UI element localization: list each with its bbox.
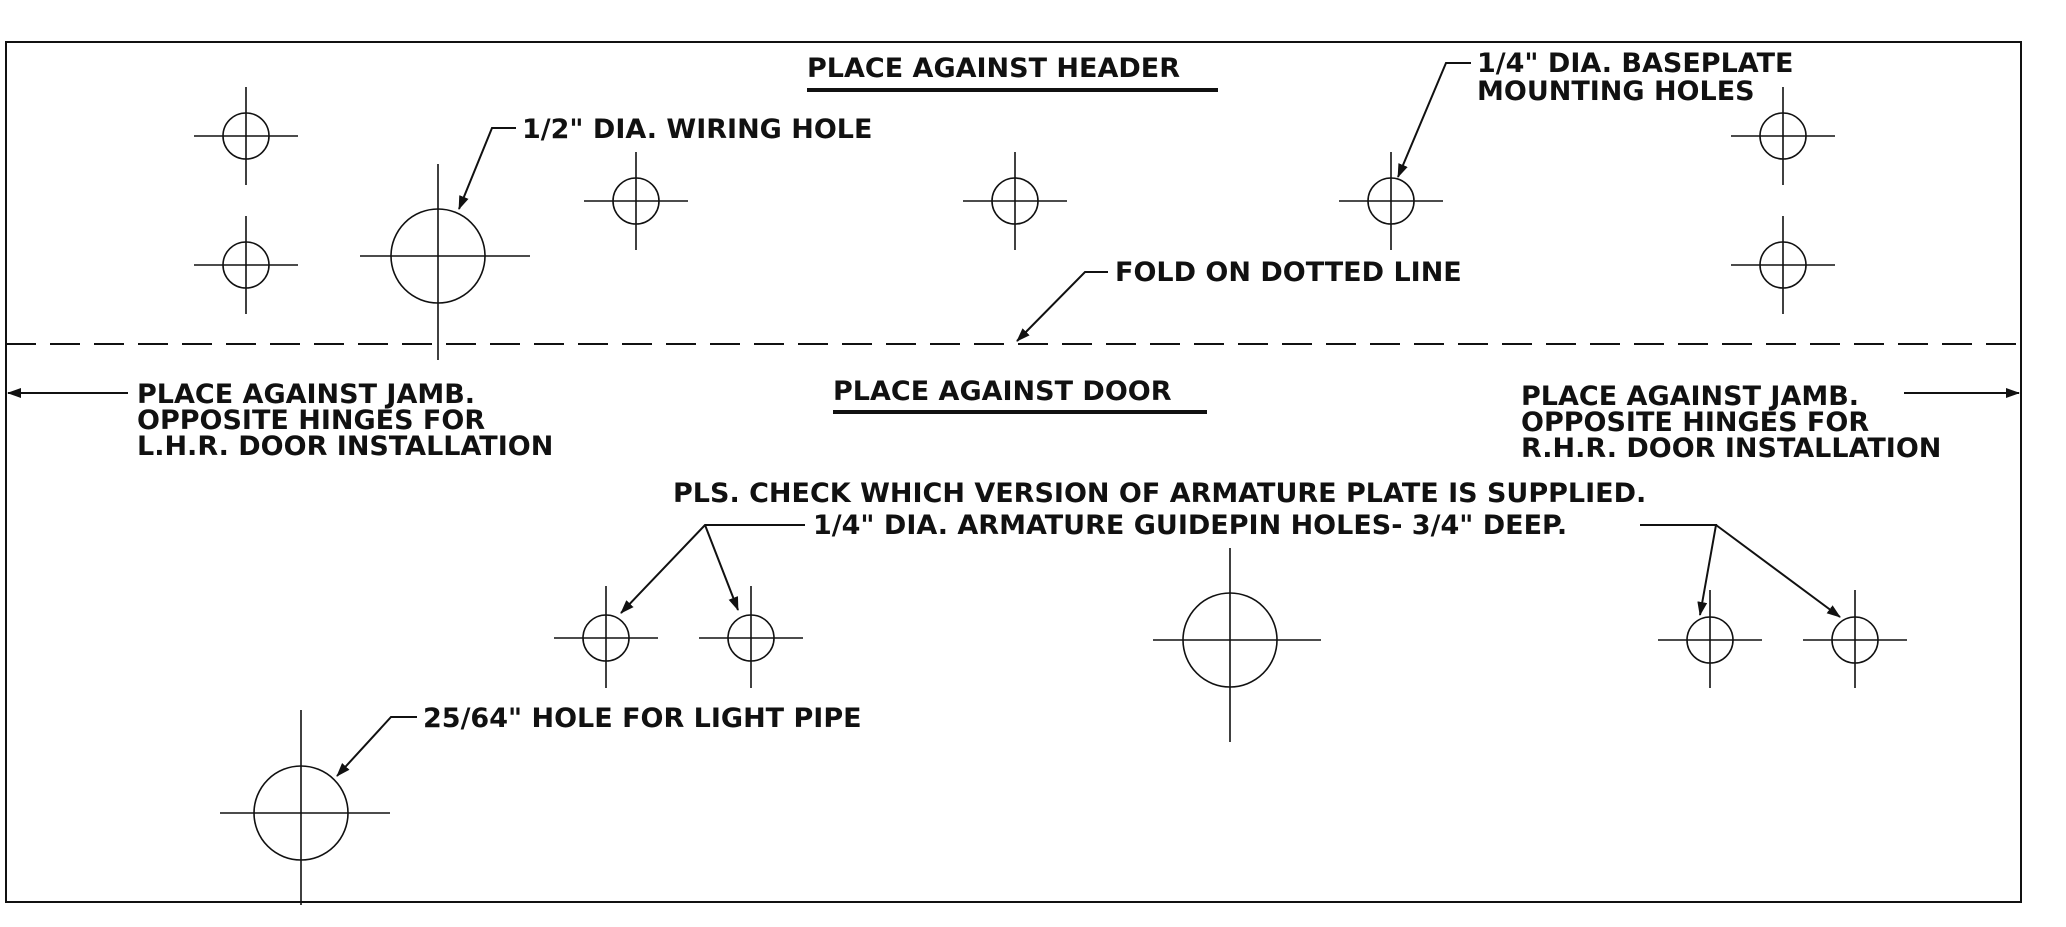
light-pipe-leader	[336, 716, 417, 777]
header-zone-title: PLACE AGAINST HEADER	[807, 53, 1180, 84]
guidepin-hole	[1658, 590, 1762, 688]
armature-check-note: PLS. CHECK WHICH VERSION OF ARMATURE PLA…	[673, 478, 1646, 509]
rhr-jamb-label-line1: PLACE AGAINST JAMB.	[1521, 381, 1859, 412]
rhr-jamb-label-line3: R.H.R. DOOR INSTALLATION	[1521, 433, 1941, 464]
wiring-hole-leader	[458, 127, 516, 210]
door-zone-title: PLACE AGAINST DOOR	[833, 376, 1172, 407]
fold-line-label: FOLD ON DOTTED LINE	[1115, 257, 1462, 288]
guidepin-hole	[554, 586, 658, 688]
baseplate-hole	[1339, 152, 1443, 250]
guidepin-leader-right-a	[1640, 524, 1718, 616]
baseplate-hole	[194, 216, 298, 314]
guidepin-leader-right-b	[1715, 524, 1841, 618]
fold-line-leader	[1016, 271, 1108, 342]
baseplate-hole	[584, 152, 688, 250]
baseplate-holes-label-line1: 1/4" DIA. BASEPLATE	[1477, 48, 1793, 79]
rhr-jamb-label-line2: OPPOSITE HINGES FOR	[1521, 407, 1869, 438]
guidepin-holes-label: 1/4" DIA. ARMATURE GUIDEPIN HOLES- 3/4" …	[813, 510, 1567, 541]
baseplate-hole	[194, 87, 298, 185]
template-border	[5, 41, 2022, 903]
baseplate-hole	[1731, 87, 1835, 185]
light-pipe-hole	[220, 710, 390, 905]
light-pipe-label: 25/64" HOLE FOR LIGHT PIPE	[423, 703, 862, 734]
guidepin-hole	[1803, 590, 1907, 688]
baseplate-holes-label-line2: MOUNTING HOLES	[1477, 76, 1755, 107]
baseplate-holes-leader	[1397, 62, 1471, 178]
lhr-jamb-label-line1: PLACE AGAINST JAMB.	[137, 379, 475, 410]
guidepin-leader-left-2	[704, 524, 739, 611]
guidepin-leader-left	[620, 524, 805, 614]
baseplate-hole	[1731, 216, 1835, 314]
wiring-hole-label: 1/2" DIA. WIRING HOLE	[522, 114, 872, 145]
lhr-jamb-label-line2: OPPOSITE HINGES FOR	[137, 405, 485, 436]
guidepin-hole	[699, 586, 803, 688]
wiring-hole	[360, 164, 530, 360]
baseplate-hole	[963, 152, 1067, 250]
armature-center-hole	[1153, 548, 1321, 742]
lhr-jamb-label-line3: L.H.R. DOOR INSTALLATION	[137, 431, 553, 462]
